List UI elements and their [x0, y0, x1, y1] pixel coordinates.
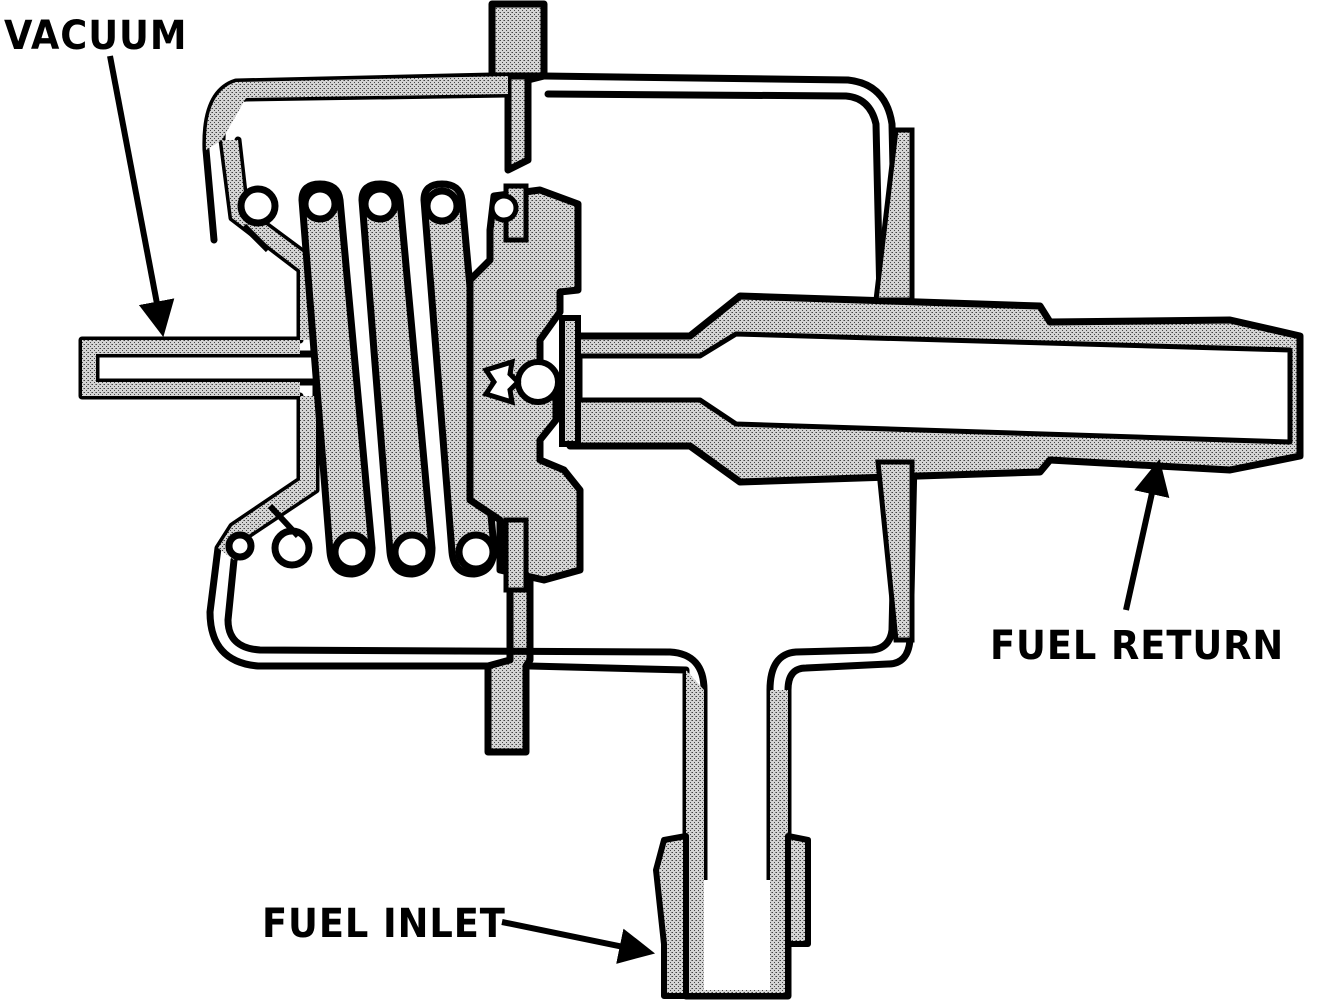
vacuum-label: VACUUM: [4, 13, 188, 59]
fuel-inlet-leader-arrow: [501, 919, 656, 964]
valve-diaphragm-assembly: [466, 183, 584, 593]
fuel-return-leader-arrow: [1123, 458, 1170, 611]
bottom-clamp-tab: [484, 576, 534, 756]
leader-arrows: [107, 55, 1170, 964]
fuel-return-label: FUEL RETURN: [990, 623, 1285, 669]
fuel-return-pipe: [566, 127, 1304, 643]
fuel-inlet-label: FUEL INLET: [262, 901, 506, 947]
vacuum-leader-arrow: [107, 55, 175, 338]
housing-shading: [82, 76, 788, 996]
fuel-inlet-pipe: [653, 833, 811, 999]
